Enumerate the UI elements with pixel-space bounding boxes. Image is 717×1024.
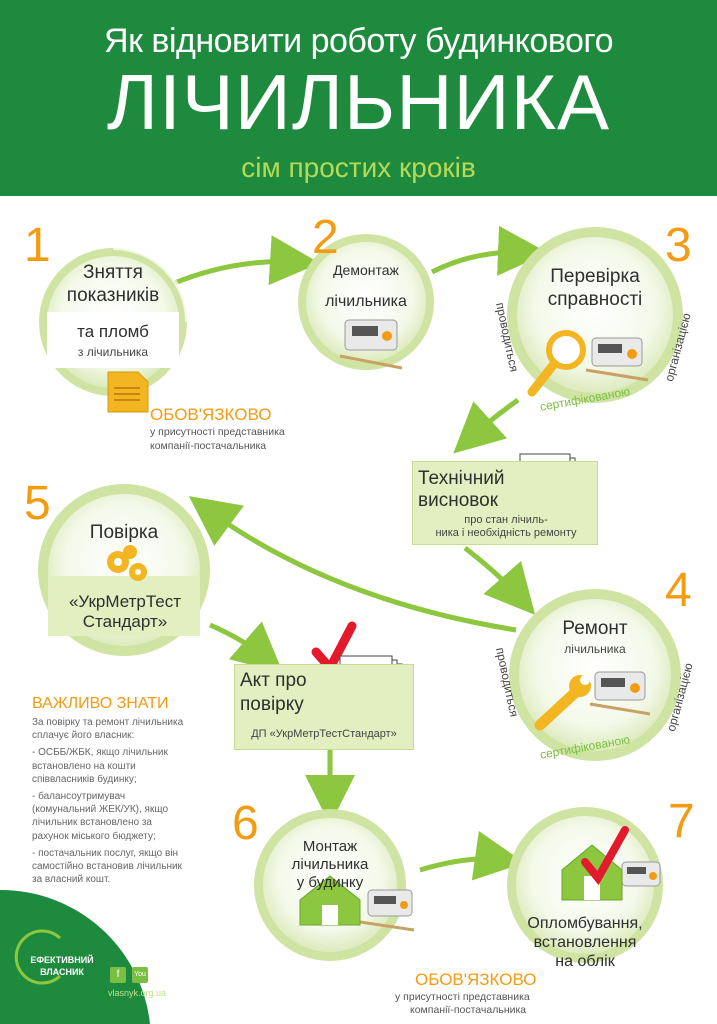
- gears-icon-5: [107, 545, 147, 581]
- magnifier-icon-3: [527, 330, 586, 397]
- document-icon: [107, 371, 149, 413]
- step-6-line-1: Монтаж: [302, 838, 358, 855]
- house-icon-6: [299, 875, 361, 926]
- tech-report-line-1: про стан лічиль-: [464, 514, 548, 526]
- meter-icon-4: [589, 671, 651, 716]
- step-number-1: 1: [24, 219, 51, 272]
- step-3-line-2: справності: [547, 289, 643, 310]
- brand-site[interactable]: vlasnyk.org.ua: [107, 988, 167, 998]
- step-5-line-1: Повірка: [89, 522, 159, 543]
- step-7-line-1: Опломбування,: [527, 915, 643, 932]
- important-body: За повірку та ремонт лічильника сплачує …: [32, 716, 190, 890]
- step-number-3: 3: [665, 219, 692, 272]
- step-1-line-1: Зняття: [83, 262, 143, 283]
- tech-report-title-2: висновок: [418, 490, 499, 511]
- arrow-6-7: [419, 831, 525, 881]
- step-number-7: 7: [668, 795, 695, 848]
- meter-icon-7: [621, 861, 661, 887]
- step-7-line-3: на облік: [555, 953, 615, 970]
- act-card: [234, 664, 414, 750]
- footer-brand-shape: [0, 889, 150, 1024]
- house-icon-7: [561, 826, 629, 901]
- step-3-line-1: Перевірка: [550, 266, 640, 287]
- arrow-4-5: [188, 496, 517, 633]
- step-4-line-2: лічильника: [564, 642, 626, 656]
- step-number-5: 5: [24, 477, 51, 530]
- step-1-line-2: показників: [66, 285, 160, 306]
- mandatory-title-1: ОБОВ'ЯЗКОВО: [150, 405, 272, 424]
- step-1-line-3: та пломб: [77, 322, 149, 341]
- act-title-1: Акт про: [240, 670, 307, 691]
- step-number-4: 4: [665, 564, 692, 617]
- important-item-2: - балансоутримувач (комунальний ЖЕК/УК),…: [32, 790, 169, 842]
- title-line-1: Як відновити роботу будинкового: [104, 22, 613, 60]
- step-7-line-2: встановлення: [533, 934, 637, 951]
- step-circle-3: [507, 227, 683, 403]
- tech-report-card: [412, 461, 598, 545]
- brand-line-1: ЕФЕКТИВНИЙ: [30, 955, 94, 965]
- header-banner: Як відновити роботу будинкового ЛІЧИЛЬНИ…: [0, 0, 717, 196]
- arrow-5-act: [209, 621, 284, 674]
- important-title: ВАЖЛИВО ЗНАТИ: [32, 695, 169, 712]
- step-4-line-1: Ремонт: [562, 618, 628, 639]
- tech-report-line-2: ника і необхідність ремонту: [435, 527, 577, 539]
- facebook-icon[interactable]: f: [110, 967, 126, 983]
- mandatory-2-line-1: у присутності представника: [395, 991, 530, 1003]
- step-number-2: 2: [312, 211, 339, 264]
- meter-icon-2: [339, 319, 403, 370]
- arrow-2-3: [430, 225, 548, 276]
- act-line-1: ДП «УкрМетрТестСтандарт»: [251, 728, 397, 740]
- brand-line-2: ВЛАСНИК: [40, 967, 84, 977]
- mandatory-1-line-1: у присутності представника: [150, 426, 285, 438]
- important-intro: За повірку та ремонт лічильника сплачує …: [32, 717, 184, 742]
- wrench-icon: [534, 675, 591, 731]
- important-item-1: - ОСББ/ЖБК, якщо лічильник встановлено н…: [32, 747, 168, 785]
- youtube-icon[interactable]: You: [132, 967, 148, 983]
- tech-report-title-1: Технічний: [418, 468, 505, 489]
- mandatory-2-line-2: компанії-постачальника: [410, 1004, 527, 1016]
- title-subtitle: сім простих кроків: [241, 152, 476, 183]
- step-6-line-2: лічильника: [291, 856, 369, 873]
- step-5-line-2: «УкрМетрТест: [68, 592, 182, 611]
- act-title-2: повірку: [240, 694, 304, 715]
- step-number-6: 6: [232, 797, 259, 850]
- mandatory-1-line-2: компанії-постачальника: [150, 440, 267, 452]
- title-main: ЛІЧИЛЬНИКА: [106, 58, 611, 146]
- meter-icon-3: [585, 337, 649, 382]
- important-item-3: - постачальник послуг, якщо він самостій…: [32, 847, 182, 886]
- step-2-line-1: Демонтаж: [333, 262, 399, 278]
- step-5-line-3: Стандарт»: [82, 612, 168, 631]
- arrow-1-2: [171, 235, 320, 287]
- step-6-line-3: у будинку: [296, 874, 364, 891]
- arrow-report-4: [463, 546, 536, 616]
- step-2-line-2: лічильника: [325, 293, 407, 310]
- step-circle-1: [39, 246, 189, 396]
- step-1-line-4: з лічильника: [77, 345, 149, 359]
- mandatory-title-2: ОБОВ'ЯЗКОВО: [415, 970, 537, 989]
- meter-icon-6: [359, 889, 415, 932]
- arrow-3-report: [453, 397, 520, 454]
